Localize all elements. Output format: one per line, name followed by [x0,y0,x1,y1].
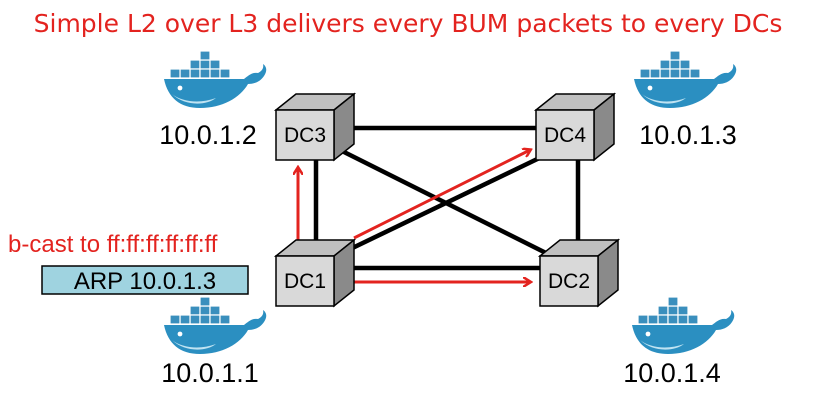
dc3-label: DC3 [284,124,326,147]
links [313,125,581,271]
node-dc4: DC4 [533,92,617,162]
arp-packet: ARP 10.0.1.3 [41,265,249,295]
broadcast-arrows [298,150,530,282]
node-dc2: DC2 [537,238,621,308]
host-ip-dc2: 10.0.1.4 [623,358,721,388]
arrow-to-dc4 [353,150,530,240]
node-dc1: DC1 [273,238,357,308]
broadcast-label: b-cast to ff:ff:ff:ff:ff:ff [8,231,218,258]
docker-whale-icon [633,50,737,109]
host-ip-dc1: 10.0.1.1 [161,358,259,388]
docker-whale-icon [163,50,267,109]
dc1-label: DC1 [284,270,326,293]
docker-whale-icon [163,296,267,355]
link-dc1-dc4 [339,147,557,257]
host-ip-dc3: 10.0.1.2 [159,120,257,150]
diagram-title: Simple L2 over L3 delivers every BUM pac… [34,9,783,38]
node-dc3: DC3 [273,92,357,162]
host-ip-dc4: 10.0.1.3 [639,120,737,150]
docker-whale-icon [631,296,735,355]
dc2-label: DC2 [548,270,590,293]
dc4-label: DC4 [544,124,586,147]
arp-label: ARP 10.0.1.3 [74,268,216,295]
